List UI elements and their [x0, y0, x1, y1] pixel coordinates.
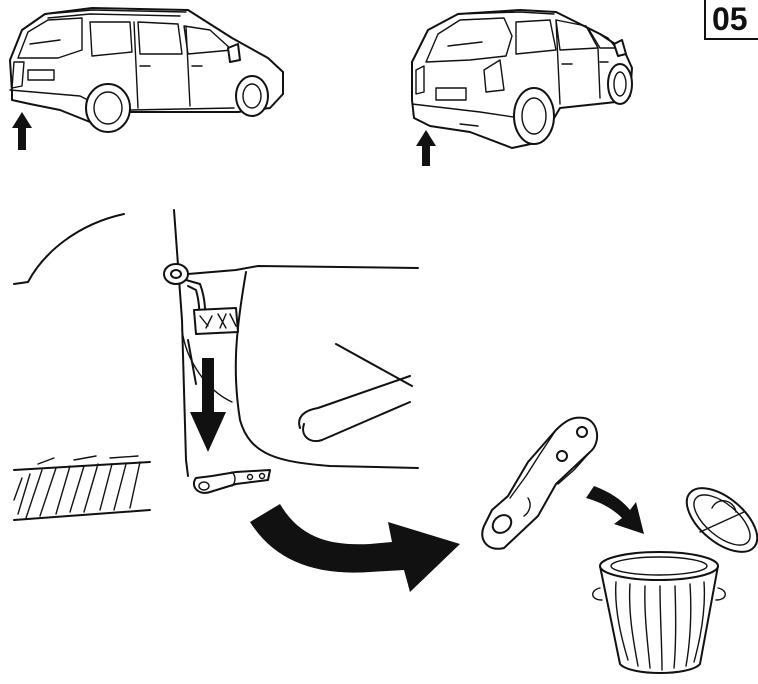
car-5-seat-illustration: [411, 9, 633, 149]
curved-arrow-to-bin: [586, 486, 644, 534]
step-number-badge: 05: [704, 0, 758, 40]
removed-bracket-small: [192, 469, 271, 494]
trash-bin-icon: [592, 487, 758, 674]
step-number: 05: [712, 1, 748, 37]
up-arrow-icon: [12, 112, 32, 150]
down-arrow-icon: [190, 358, 226, 452]
car-7-seat-illustration: [9, 7, 284, 133]
curved-arrow-icon: [250, 504, 460, 592]
removed-bracket-large: [481, 416, 599, 550]
up-arrow-icon: [416, 130, 436, 166]
underbody-detail: [13, 209, 419, 521]
